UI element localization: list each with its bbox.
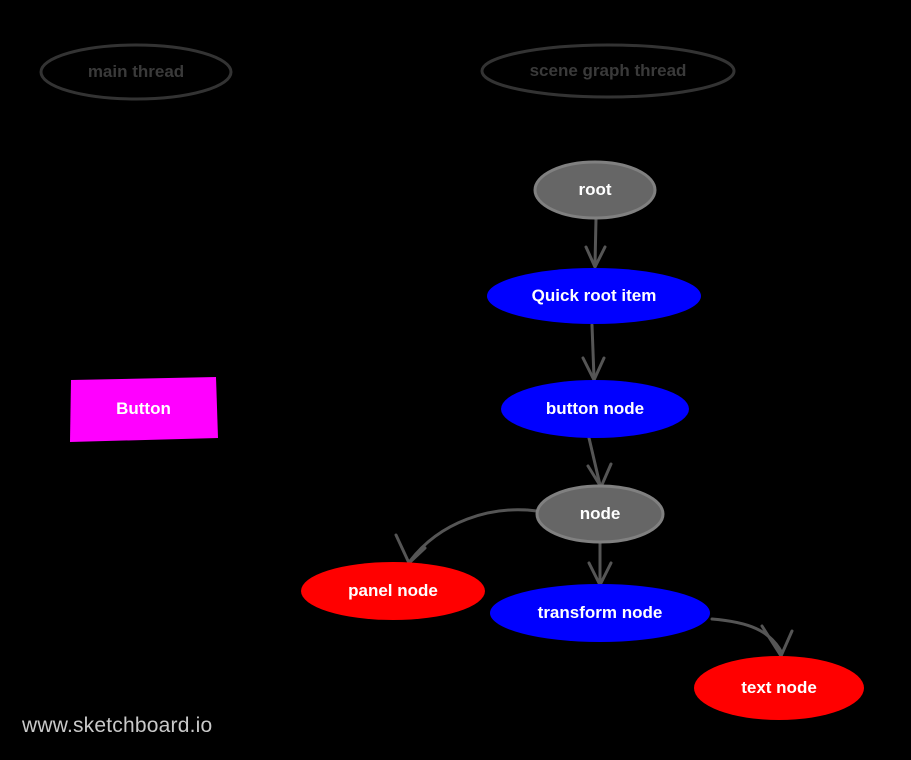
node-text-node[interactable] [694,656,864,720]
node-node[interactable] [535,484,665,544]
edge-transform-node-to-text-node-head [760,624,794,658]
edge-quick-root-item-to-button-node[interactable] [590,323,596,380]
sketchboard-watermark: www.sketchboard.io [22,714,213,737]
edge-root-to-quick-root-item-head [584,245,607,269]
edge-node-to-panel-node[interactable] [408,508,539,563]
edge-button-node-to-node-head [586,462,613,489]
edge-button-node-to-node[interactable] [587,436,602,487]
node-quick-root-item[interactable] [487,268,701,324]
node-root[interactable] [533,160,657,220]
node-button-rect[interactable] [70,377,218,442]
node-transform-node[interactable] [490,584,710,642]
swimlane-main-thread[interactable] [39,43,233,101]
edge-root-to-quick-root-item[interactable] [593,217,598,267]
swimlane-scene-graph-thread[interactable] [480,43,736,99]
edge-quick-root-item-to-button-node-head [581,356,606,382]
edge-transform-node-to-text-node[interactable] [710,617,784,655]
node-panel-node[interactable] [301,562,485,620]
node-button-node[interactable] [501,380,689,438]
